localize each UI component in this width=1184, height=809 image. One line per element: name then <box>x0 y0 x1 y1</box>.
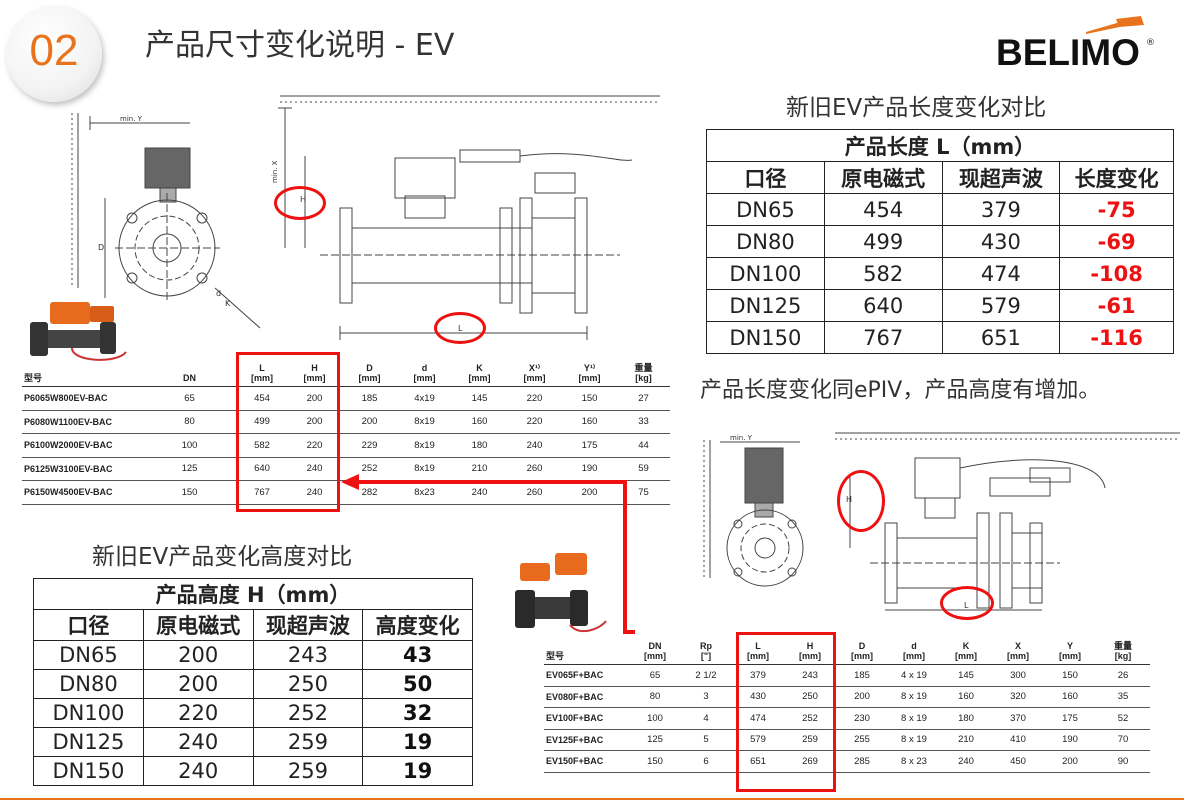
old-spec-header-row: 型号 DN L[mm] H[mm] D[mm] d[mm] K[mm] X¹⁾[… <box>22 362 670 387</box>
old-spec-table: 型号 DN L[mm] H[mm] D[mm] d[mm] K[mm] X¹⁾[… <box>22 362 670 505</box>
length-compare-title: 新旧EV产品长度变化对比 <box>786 95 1047 121</box>
min-x-label: min. X <box>271 160 279 183</box>
length-header-row: 口径 原电磁式 现超声波 长度变化 <box>706 161 1174 194</box>
old-l-highlight-ellipse <box>434 312 486 344</box>
note-text: 产品长度变化同ePIV，产品高度有增加。 <box>700 378 1101 403</box>
old-spec-header-h: H[mm] <box>287 362 342 387</box>
bottom-accent-line <box>0 798 1184 800</box>
logo-registered: ® <box>1146 38 1155 48</box>
d-label-upper: D <box>98 243 104 252</box>
page-title: 产品尺寸变化说明 - EV <box>145 28 455 63</box>
k-label: K <box>225 299 231 308</box>
old-h-highlight-ellipse <box>274 186 326 220</box>
belimo-logo: BELIMO ® <box>996 16 1156 76</box>
old-spec-header-dn: DN <box>142 362 237 387</box>
min-y-label-top: min. Y <box>120 115 143 123</box>
height-caption-row: 产品高度 H（mm） <box>33 578 473 610</box>
old-spec-header-model: 型号 <box>22 362 142 387</box>
old-valve-photo <box>30 302 127 361</box>
new-lh-highlight-box <box>736 632 836 792</box>
section-number-badge: 02 <box>6 6 102 102</box>
old-spec-header-d-small: d[mm] <box>397 362 452 387</box>
min-y-label-bottom: min. Y <box>730 434 753 442</box>
connector-arrow-icon <box>341 474 635 634</box>
old-spec-header-y: Y¹⁾[mm] <box>562 362 617 387</box>
new-spec-header-row: 型号 DN[mm] Rp["] L[mm] H[mm] D[mm] d[mm] … <box>544 640 1150 665</box>
logo-mark-icon <box>1086 16 1144 34</box>
old-spec-header-x: X¹⁾[mm] <box>507 362 562 387</box>
old-lh-highlight-box <box>236 352 340 512</box>
length-caption: 产品长度 L（mm） <box>706 129 1174 162</box>
new-valve-photo <box>515 553 607 633</box>
height-header-row: 口径 原电磁式 现超声波 高度变化 <box>33 609 473 641</box>
new-l-highlight-ellipse <box>940 586 994 620</box>
old-spec-header-d: D[mm] <box>342 362 397 387</box>
new-h-highlight-ellipse <box>837 470 885 532</box>
old-spec-header-k: K[mm] <box>452 362 507 387</box>
old-spec-header-weight: 重量[kg] <box>617 362 670 387</box>
height-caption: 产品高度 H（mm） <box>33 578 473 610</box>
new-spec-table: 型号 DN[mm] Rp["] L[mm] H[mm] D[mm] d[mm] … <box>544 640 1150 773</box>
height-compare-title: 新旧EV产品变化高度对比 <box>92 544 353 570</box>
old-ev-drawing: min. Y min. X H D d K L <box>71 95 660 340</box>
d-label-lower: d <box>216 289 221 298</box>
length-caption-row: 产品长度 L（mm） <box>706 129 1174 162</box>
logo-text: BELIMO <box>996 32 1140 73</box>
old-spec-header-l: L[mm] <box>237 362 287 387</box>
section-number: 02 <box>29 26 79 75</box>
